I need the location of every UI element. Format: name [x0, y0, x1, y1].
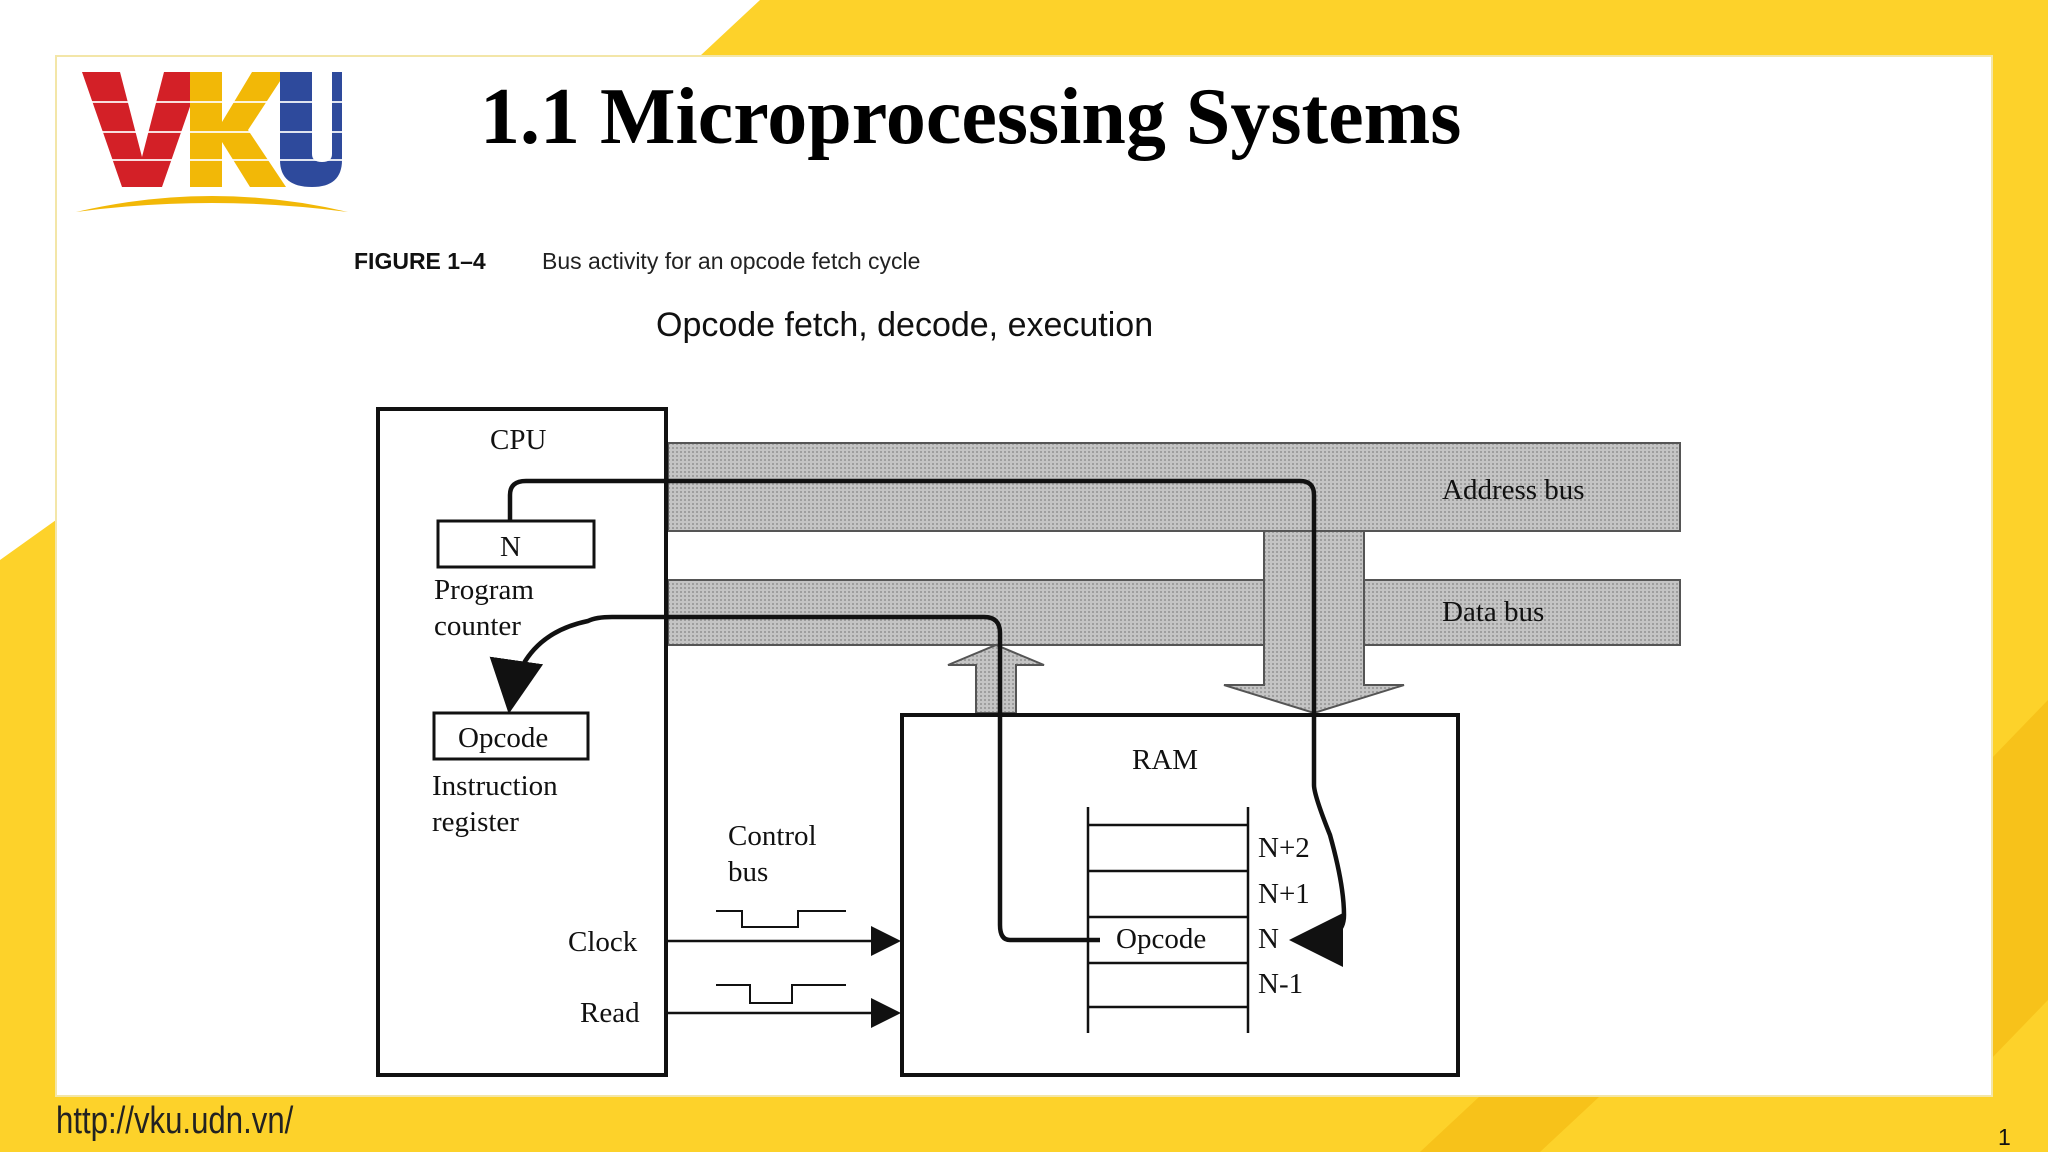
address-bus-label: Address bus: [1442, 474, 1585, 506]
clock-label: Clock: [568, 926, 638, 958]
ram-label: RAM: [1132, 744, 1198, 776]
instruction-register-label-2: register: [432, 806, 519, 838]
control-bus-label-1: Control: [728, 820, 817, 852]
address-n-plus-2: N+2: [1258, 832, 1310, 864]
address-fetch-path: [507, 478, 1347, 967]
address-bus: [667, 442, 1681, 532]
instruction-register-value: Opcode: [458, 722, 548, 754]
yellow-accent-left: [0, 520, 56, 1152]
yellow-accent-bottom-diag: [1420, 1096, 1600, 1152]
cpu-label: CPU: [490, 424, 546, 456]
program-counter-box: [436, 519, 596, 569]
page-number: 1: [1998, 1124, 2011, 1150]
instruction-register-label-1: Instruction: [432, 770, 558, 802]
program-counter-label-2: counter: [434, 610, 521, 642]
yellow-accent-right-diag: [1990, 700, 2048, 1060]
yellow-accent-top: [700, 0, 2048, 56]
figure-label: FIGURE 1–4: [354, 248, 486, 274]
instruction-register-box: [432, 711, 590, 761]
address-n: N: [1258, 923, 1279, 955]
footer-url-link[interactable]: http://vku.udn.vn/: [56, 1100, 294, 1142]
program-counter-label-1: Program: [434, 574, 534, 606]
ram-to-data-arrow: [947, 643, 1045, 714]
slide-title: 1.1 Microprocessing Systems: [480, 73, 1462, 161]
figure-caption: Bus activity for an opcode fetch cycle: [542, 248, 921, 274]
clock-waveform: [716, 910, 846, 928]
program-counter-value: N: [500, 531, 521, 563]
read-waveform: [716, 984, 846, 1004]
ram-cell-opcode: Opcode: [1116, 923, 1206, 955]
diagram-heading: Opcode fetch, decode, execution: [656, 306, 1154, 344]
data-bus-label: Data bus: [1442, 596, 1544, 628]
ram-box: [900, 713, 1460, 1077]
vku-logo: [76, 72, 348, 212]
address-n-minus-1: N-1: [1258, 968, 1303, 1000]
address-n-plus-1: N+1: [1258, 878, 1310, 910]
yellow-accent-bottom: [0, 1096, 2048, 1152]
control-bus-label-2: bus: [728, 856, 768, 888]
opcode-fetch-diagram: Address bus Data bus CPU N Program count…: [376, 407, 1681, 1077]
data-fetch-path: [489, 614, 1100, 943]
read-label: Read: [580, 997, 640, 1029]
